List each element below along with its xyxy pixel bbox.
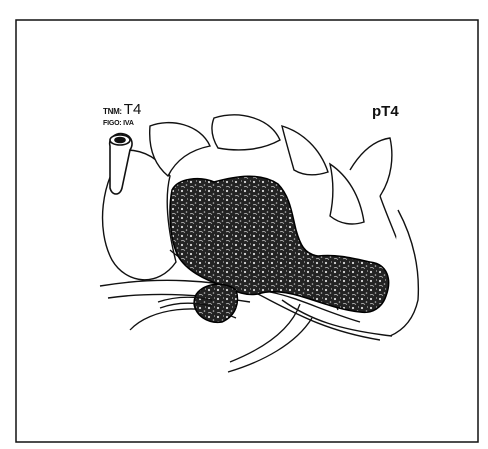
tnm-stage-value: T4 (124, 101, 142, 118)
pathologic-stage-label: pT4 (372, 103, 399, 120)
tnm-prefix: TNM: (103, 107, 122, 116)
figo-stage-label: FIGO: IVA (103, 120, 134, 127)
tnm-stage-label: TNM:T4 (103, 101, 141, 118)
